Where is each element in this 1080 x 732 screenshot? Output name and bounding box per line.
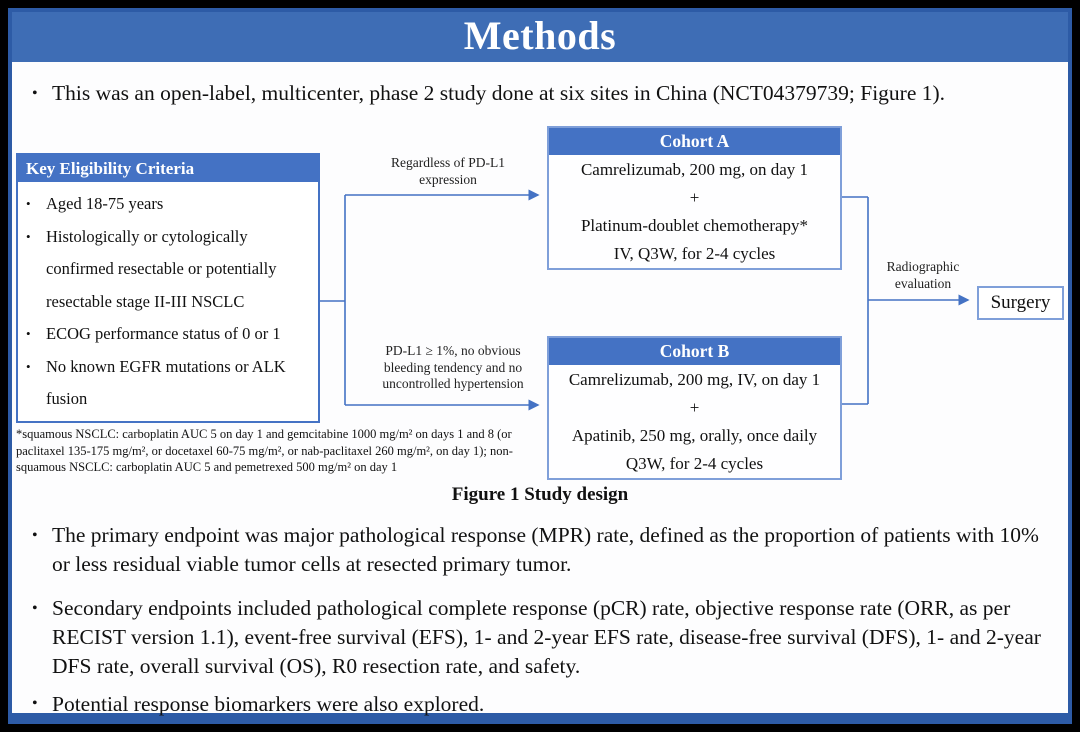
bullet-marker: •: [26, 326, 31, 341]
eligibility-item: • No known EGFR mutations or ALK fusion: [26, 351, 314, 416]
intro-bullet-text: This was an open-label, multicenter, pha…: [52, 81, 946, 105]
cohort-a-line: +: [689, 188, 700, 207]
figure-caption: Figure 1 Study design: [451, 484, 629, 505]
bullet-marker: •: [26, 228, 31, 244]
branch-b-condition-label: PD-L1 ≥ 1%, no obvious bleeding tendency…: [382, 343, 524, 391]
slide-title-banner: Methods: [12, 12, 1068, 62]
intro-bullet: • This was an open-label, multicenter, p…: [22, 79, 1060, 108]
endpoint-primary-bullet: • The primary endpoint was major patholo…: [22, 521, 1062, 579]
cohort-b-line: Q3W, for 2-4 cycles: [625, 454, 764, 473]
cohort-a-body: Camrelizumab, 200 mg, on day 1 + Platinu…: [549, 155, 840, 268]
bullet-marker: •: [26, 358, 31, 374]
cohort-a-header: Cohort A: [549, 128, 840, 155]
cohort-b-box: Cohort B Camrelizumab, 200 mg, IV, on da…: [547, 336, 842, 480]
cohort-b-header: Cohort B: [549, 338, 840, 365]
eligibility-header: Key Eligibility Criteria: [18, 155, 318, 182]
cohort-a-box: Cohort A Camrelizumab, 200 mg, on day 1 …: [547, 126, 842, 270]
endpoint-secondary-bullet: • Secondary endpoints included pathologi…: [22, 594, 1062, 681]
branch-a-condition-label: Regardless of PD-L1 expression: [391, 155, 505, 187]
cohort-a-line: Platinum-doublet chemotherapy*: [580, 216, 809, 235]
slide-frame: Methods • This was an open-label, multic…: [8, 8, 1072, 724]
surgery-box: Surgery: [977, 286, 1064, 320]
eligibility-item: • Histologically or cytologically confir…: [26, 221, 314, 319]
bullet-marker: •: [32, 85, 38, 102]
eligibility-item: • Aged 18-75 years: [26, 188, 314, 221]
biomarkers-bullet: • Potential response biomarkers were als…: [22, 691, 1062, 717]
cohort-b-line: Apatinib, 250 mg, orally, once daily: [571, 426, 818, 445]
eligibility-criteria-box: Key Eligibility Criteria • Aged 18-75 ye…: [16, 153, 320, 423]
bullet-marker: •: [32, 600, 38, 617]
cohort-a-line: IV, Q3W, for 2-4 cycles: [613, 244, 776, 263]
radiographic-evaluation-label: Radiographic evaluation: [886, 259, 960, 291]
cohort-b-body: Camrelizumab, 200 mg, IV, on day 1 + Apa…: [549, 365, 840, 478]
eligibility-list: • Aged 18-75 years • Histologically or c…: [26, 188, 314, 416]
page-title: Methods: [463, 13, 617, 58]
bullet-marker: •: [26, 196, 31, 211]
chemotherapy-footnote: *squamous NSCLC: carboplatin AUC 5 on da…: [16, 427, 513, 474]
bullet-marker: •: [32, 695, 38, 712]
cohort-a-line: Camrelizumab, 200 mg, on day 1: [580, 160, 809, 179]
cohort-b-line: Camrelizumab, 200 mg, IV, on day 1: [568, 370, 821, 389]
cohort-b-line: +: [689, 398, 700, 417]
eligibility-item: • ECOG performance status of 0 or 1: [26, 318, 314, 351]
bullet-marker: •: [32, 527, 38, 544]
